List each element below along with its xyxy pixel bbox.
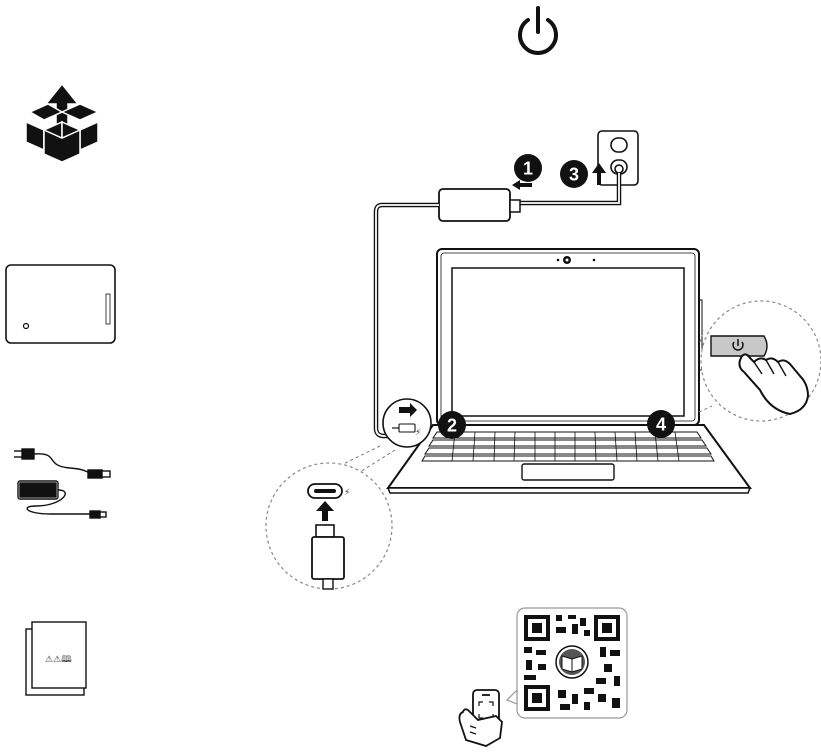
arrow-right-icon bbox=[399, 403, 417, 417]
laptop bbox=[386, 248, 752, 494]
power-button-callout bbox=[698, 300, 821, 422]
documentation-icon: ⚠⚠🕮 bbox=[25, 621, 87, 696]
arrow-up-icon bbox=[316, 501, 334, 521]
usb-c-port-callout: ⚡ bbox=[382, 398, 432, 448]
power-icon bbox=[518, 6, 558, 55]
keyboard bbox=[421, 431, 715, 462]
key-dividers bbox=[451, 431, 680, 462]
warning-marks: ⚠⚠🕮 bbox=[45, 655, 72, 665]
svg-text:3: 3 bbox=[569, 165, 579, 185]
power-button bbox=[710, 335, 768, 357]
usb-c-zoom-bubble: ⚡ bbox=[265, 462, 393, 590]
step-badge-2: 2 bbox=[438, 411, 466, 439]
qr-code-icon bbox=[505, 607, 628, 719]
svg-text:1: 1 bbox=[523, 159, 533, 179]
step-badge-1: 1 bbox=[514, 154, 542, 182]
step-badge-4: 4 bbox=[647, 410, 675, 438]
svg-text:4: 4 bbox=[656, 415, 666, 435]
svg-text:⚡: ⚡ bbox=[344, 488, 350, 498]
step-badge-3: 3 bbox=[560, 160, 588, 188]
pointing-hand-icon bbox=[738, 353, 810, 416]
power-adapter-cable-icon bbox=[14, 448, 111, 519]
tablet-device-icon bbox=[5, 264, 116, 344]
svg-text:2: 2 bbox=[447, 416, 457, 436]
touchpad bbox=[521, 463, 615, 481]
power-icon bbox=[732, 339, 744, 351]
arrow-up-icon bbox=[592, 163, 606, 185]
unbox-arrow-icon bbox=[25, 82, 100, 163]
svg-text:⚡: ⚡ bbox=[415, 428, 421, 438]
arrow-left-icon bbox=[512, 180, 532, 190]
phone-scan-icon bbox=[458, 689, 503, 747]
power-adapter bbox=[438, 188, 521, 222]
